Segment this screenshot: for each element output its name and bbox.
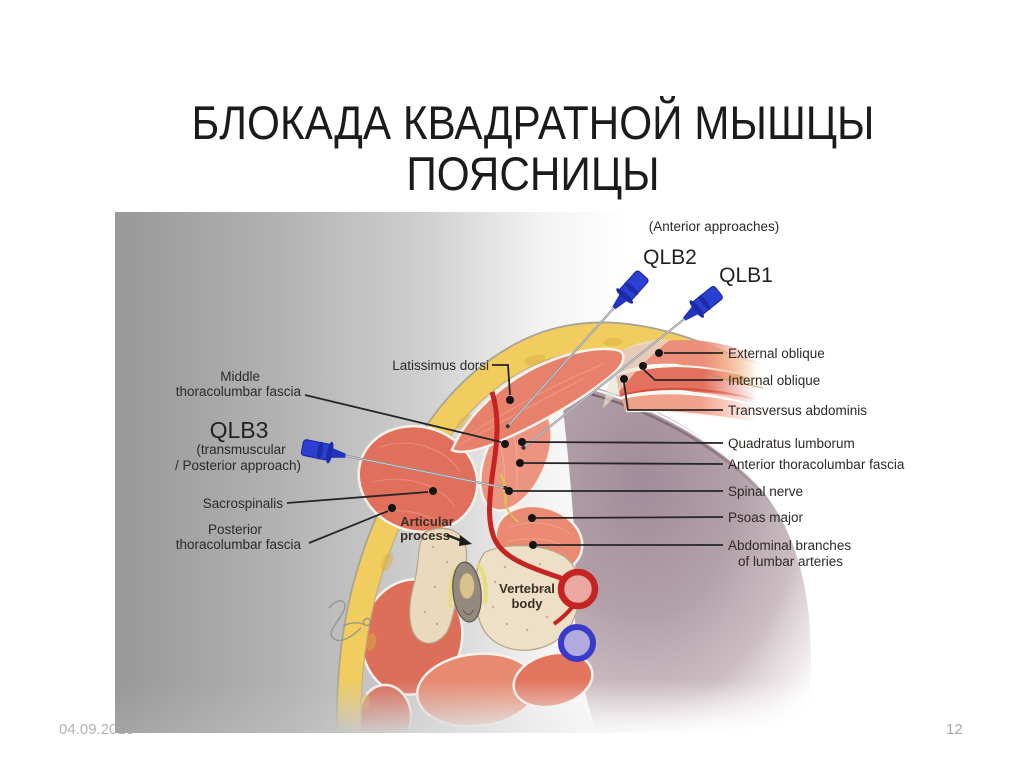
latissimus-label: Latissimus dorsi [392, 358, 489, 373]
articular-process-arrow [446, 533, 472, 546]
qlb3-label: QLB3 [210, 417, 269, 443]
qlb3-sub2-label: / Posterior approach) [175, 458, 301, 473]
articular-process-label-2: process [400, 528, 450, 543]
needle-qlb3 [300, 439, 508, 490]
anterior-approaches-note: (Anterior approaches) [649, 219, 780, 234]
photo-bottom-fade [115, 680, 937, 733]
leader-abdominal-branches [529, 541, 723, 549]
anatomy-figure-svg: (Anterior approaches) QLB2 QLB1 QLB3 (tr… [115, 219, 937, 733]
quadratus-label: Quadratus lumborum [728, 436, 855, 451]
slide-title-line2: ПОЯСНИЦЫ [406, 147, 660, 200]
external-oblique-label: External oblique [728, 346, 825, 361]
needle-qlb2 [505, 270, 649, 429]
leader-quadratus [518, 438, 724, 446]
leader-middle-fascia [304, 394, 509, 448]
abdominal-branches-label-2: of lumbar arteries [738, 554, 843, 569]
vertebral-body-label-2: body [511, 596, 543, 611]
vertebra [409, 527, 581, 651]
vertebral-body-label-1: Vertebral [499, 581, 555, 596]
qlb3-sub1-label: (transmuscular [196, 442, 286, 457]
abdominal-branches-label-1: Abdominal branches [728, 538, 851, 553]
leader-posterior-fascia [308, 504, 396, 544]
qlb2-label: QLB2 [643, 246, 697, 269]
leader-external-oblique [655, 349, 723, 357]
middle-fascia-label-1: Middle [220, 369, 260, 384]
dural-sac [459, 572, 475, 600]
spinal-nerve-label: Spinal nerve [728, 484, 803, 499]
leader-latissimus [492, 364, 514, 404]
leader-sacrospinalis [286, 487, 437, 504]
slide-title-line1: БЛОКАДА КВАДРАТНОЙ МЫШЦЫ [191, 96, 875, 149]
artery-ring [557, 568, 599, 610]
psoas-label: Psoas major [728, 510, 804, 525]
lumbar-artery [487, 391, 599, 626]
slide-title: БЛОКАДА КВАДРАТНОЙ МЫШЦЫ ПОЯСНИЦЫ [91, 97, 975, 199]
leader-spinal-nerve [505, 487, 723, 495]
transversus-label: Transversus abdominis [728, 403, 867, 418]
posterior-fascia-label-2: thoracolumbar fascia [176, 537, 302, 552]
needle-qlb1 [521, 285, 723, 450]
sacrospinalis-label: Sacrospinalis [203, 496, 284, 511]
artist-signature [328, 600, 372, 642]
vein-ring [558, 624, 596, 662]
leader-anterior-fascia [516, 459, 724, 467]
leader-psoas [528, 514, 724, 522]
leader-transversus [620, 375, 723, 411]
sacrospinalis-muscle [357, 424, 479, 534]
middle-fascia-label-2: thoracolumbar fascia [176, 384, 302, 399]
internal-oblique-label: Internal oblique [728, 373, 820, 388]
anterior-fascia-label: Anterior thoracolumbar fascia [728, 457, 905, 472]
articular-process-label-1: Articular [400, 514, 453, 529]
slide-page-number: 12 [946, 721, 963, 738]
leader-lines [286, 349, 724, 549]
qlb1-label: QLB1 [719, 264, 773, 287]
posterior-fascia-label-1: Posterior [208, 522, 263, 537]
anatomy-figure: (Anterior approaches) QLB2 QLB1 QLB3 (tr… [115, 212, 937, 733]
leader-internal-oblique [639, 362, 723, 381]
